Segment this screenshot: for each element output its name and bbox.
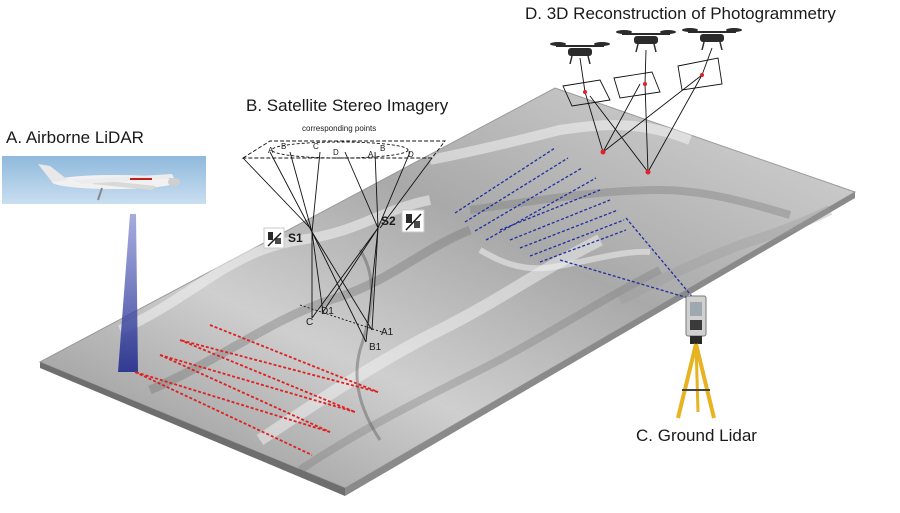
label-ground-lidar: C. Ground Lidar xyxy=(636,426,757,445)
ground-lidar-scanner-icon xyxy=(676,295,716,419)
photogrammetry-geometry xyxy=(562,47,723,173)
airborne-aircraft-photo xyxy=(2,156,206,204)
satellite-s2-label: S2 xyxy=(381,214,396,228)
point-label: B xyxy=(380,144,386,153)
point-label-a1: A1 xyxy=(381,327,394,338)
airplane-icon xyxy=(38,164,180,201)
drone-icon xyxy=(682,28,742,51)
point-label-b1: B1 xyxy=(369,342,382,353)
point-label: C xyxy=(313,142,319,151)
ground-scan-lines xyxy=(454,147,696,301)
terrain-surface xyxy=(38,87,857,496)
point-label: A xyxy=(368,150,374,159)
airborne-scan-lines xyxy=(134,324,379,456)
label-airborne-lidar: A. Airborne LiDAR xyxy=(6,128,144,147)
photogrammetry-points xyxy=(583,73,704,175)
point-label: A xyxy=(268,146,274,155)
point-label: B xyxy=(281,142,287,151)
drone-icon xyxy=(550,42,610,65)
point-label-c: C xyxy=(306,317,314,328)
label-satellite-stereo: B. Satellite Stereo Imagery xyxy=(246,96,449,115)
satellite-stereo-geometry xyxy=(241,140,446,343)
satellite-s1-label: S1 xyxy=(288,231,303,245)
satellite-icon-s1 xyxy=(263,227,285,249)
label-photogrammetry: D. 3D Reconstruction of Photogrammetry xyxy=(525,4,836,23)
satellite-top-caption: corresponding points xyxy=(302,124,377,133)
satellite-icon-s2 xyxy=(401,209,425,233)
point-label-d1: D1 xyxy=(321,306,334,317)
drone-icon xyxy=(616,30,676,53)
point-label: D xyxy=(408,150,414,159)
airborne-lidar-beam xyxy=(118,214,138,372)
point-label: D xyxy=(333,148,339,157)
